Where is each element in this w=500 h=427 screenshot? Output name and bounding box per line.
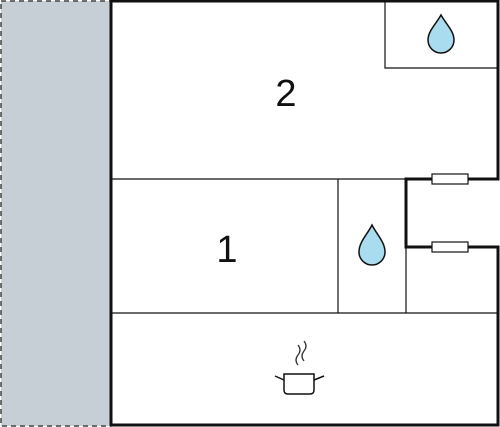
room-label-1: 1 (216, 229, 237, 271)
window-lower (431, 241, 469, 253)
water-drop-icon (358, 223, 386, 266)
terrace-area (0, 0, 112, 427)
cooking-pot-icon (274, 340, 325, 395)
window-upper (431, 173, 469, 185)
water-drop-icon (427, 13, 455, 54)
outer-walls (109, 0, 500, 427)
room-label-2: 2 (275, 73, 296, 115)
bathroom-top-walls (384, 1, 498, 69)
